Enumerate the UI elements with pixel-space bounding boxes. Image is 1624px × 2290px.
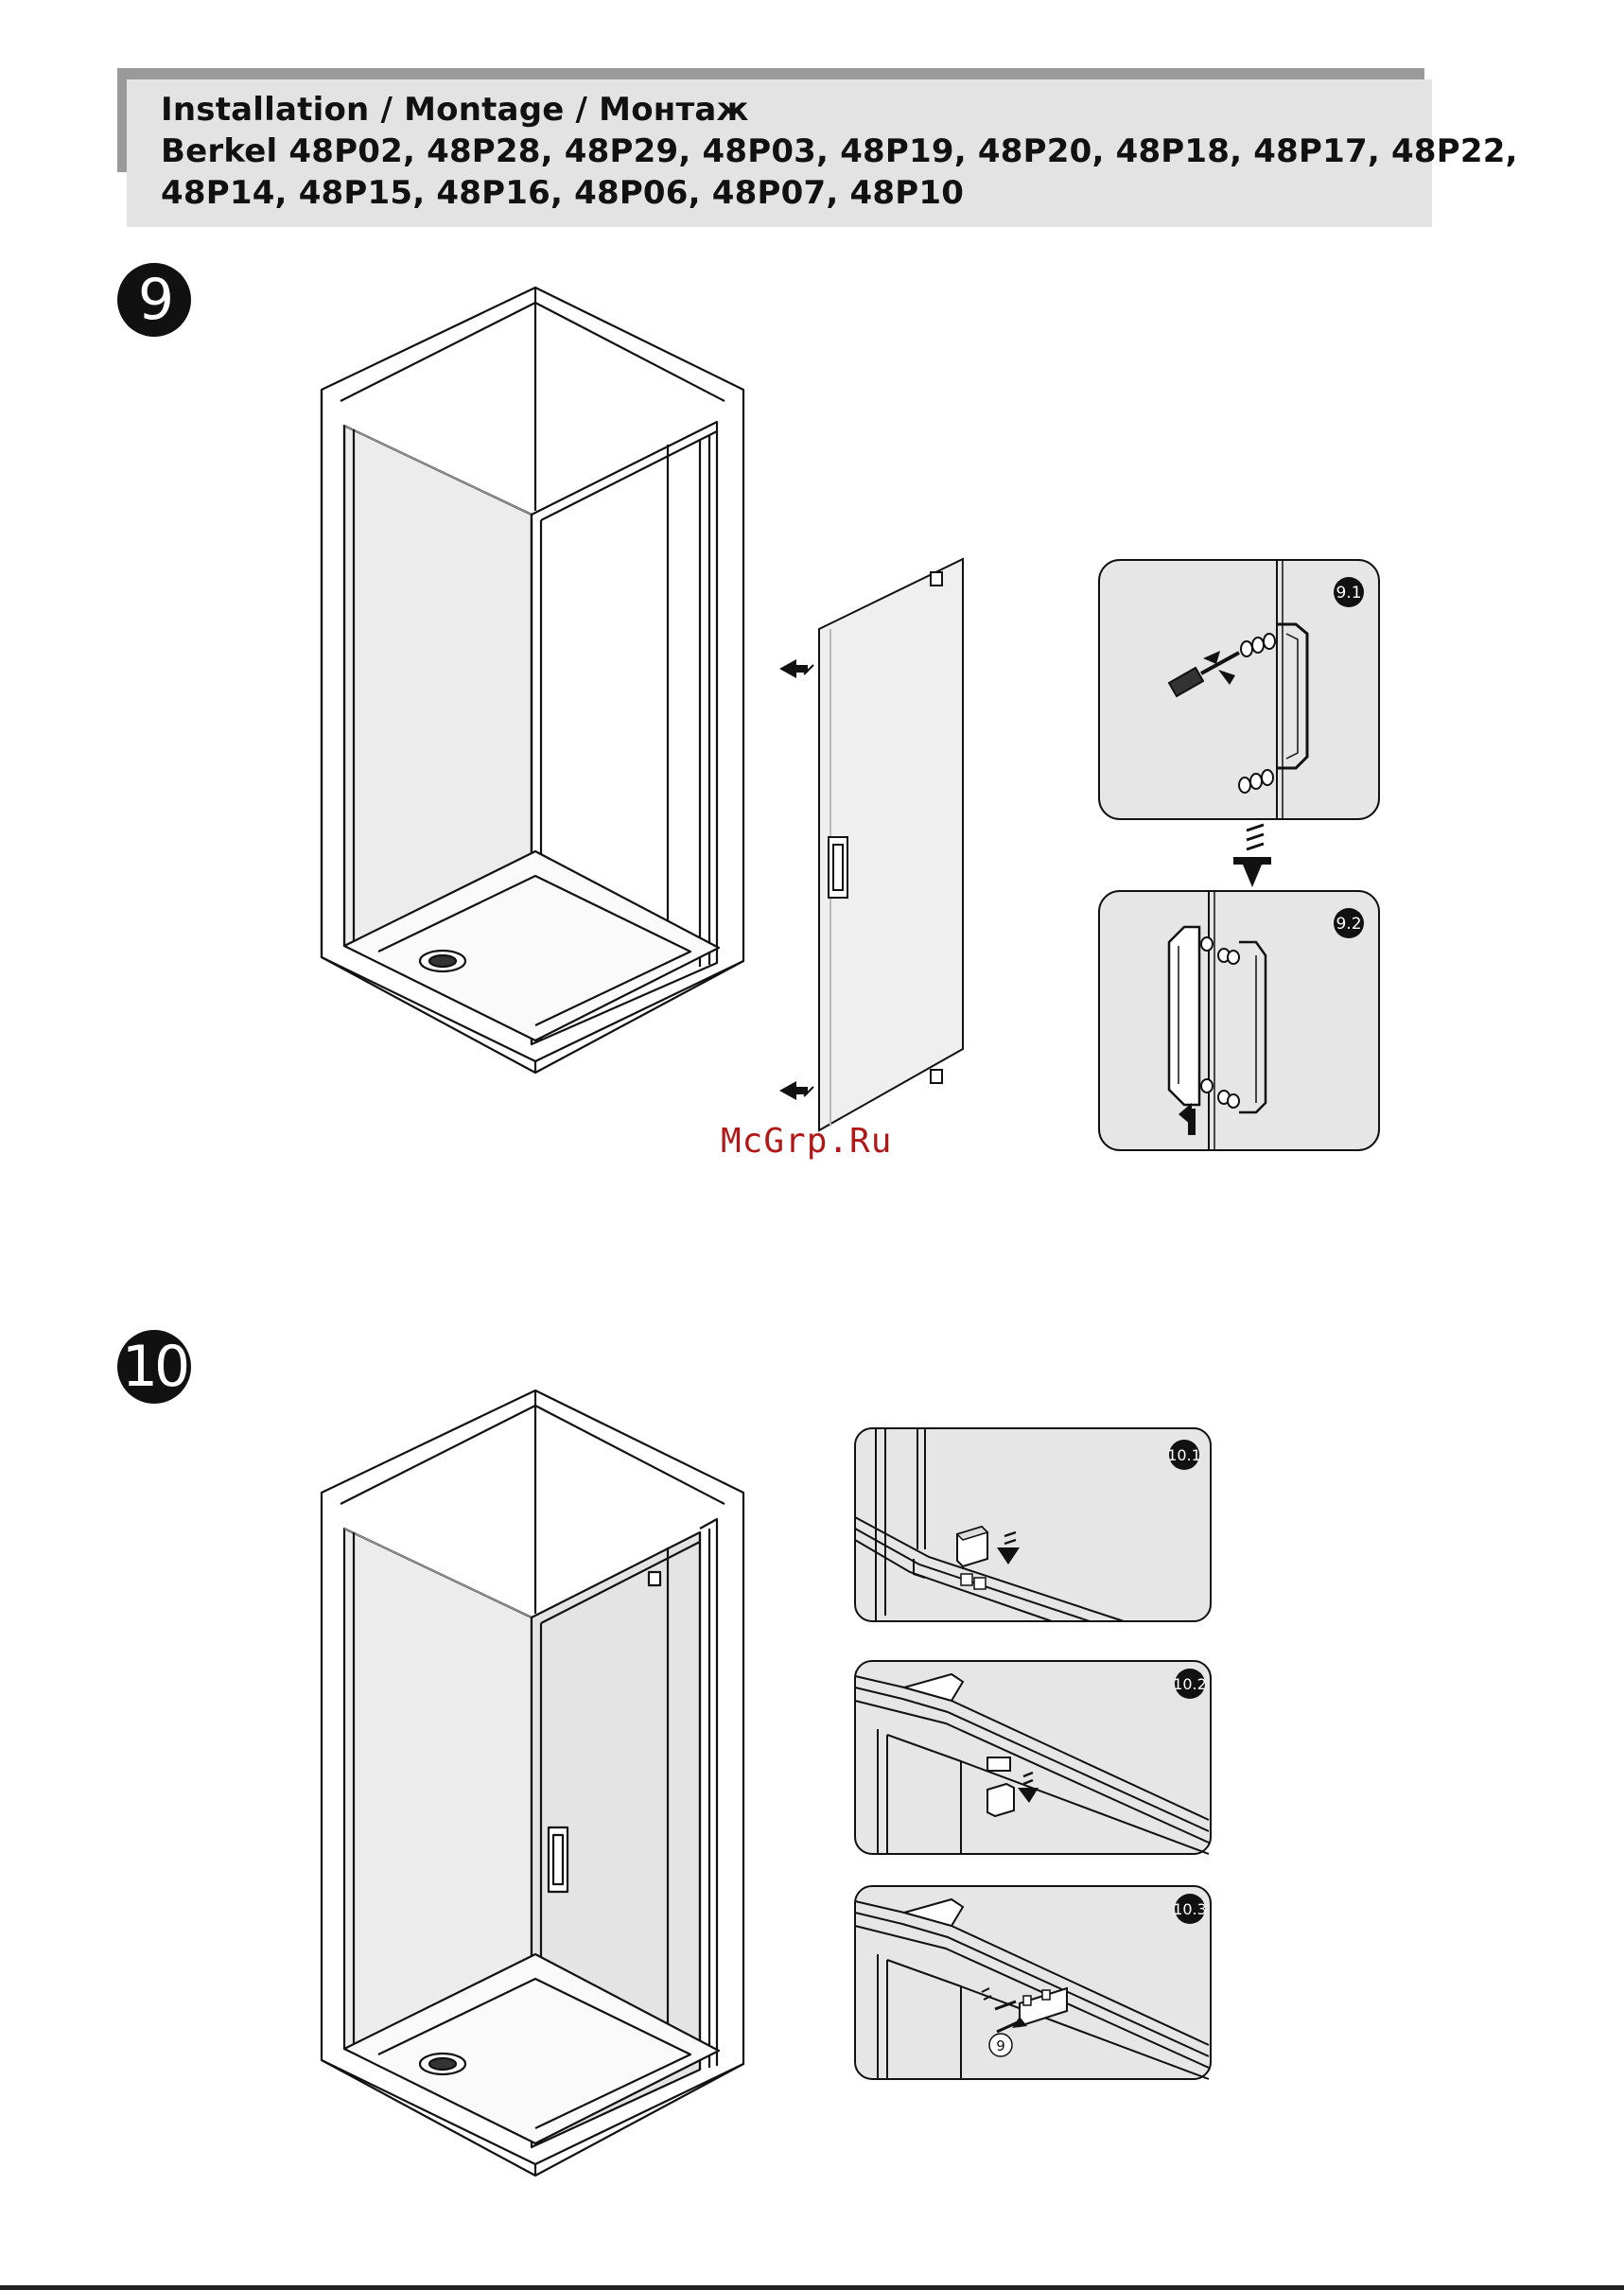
arrow-icon: [1230, 825, 1277, 893]
header-top-rule: [117, 68, 1424, 79]
model-list-line-1: Berkel 48P02, 48P28, 48P29, 48P03, 48P19…: [161, 132, 1518, 170]
magnet-clip-icon: [957, 1527, 987, 1589]
detail-9-2-label: 9.2: [1336, 915, 1361, 934]
page-title: Installation / Montage / Монтаж: [161, 91, 749, 129]
footer-rule: [0, 2285, 1624, 2290]
header-side-rule: [117, 68, 127, 172]
step-10-badge: 10: [117, 1330, 191, 1404]
step-9-door-panel-illustration: [776, 553, 984, 1140]
detail-10-2-panel: 10.2: [853, 1659, 1213, 1856]
detail-9-1-panel: 9.1: [1097, 558, 1381, 821]
detail-9-1-label: 9.1: [1336, 584, 1361, 603]
step-9-badge: 9: [117, 263, 191, 337]
detail-10-1-panel: 10.1: [853, 1426, 1213, 1623]
arrow-icon: [779, 659, 813, 1100]
step-9-number: 9: [138, 271, 170, 328]
detail-10-1-label: 10.1: [1167, 1446, 1201, 1464]
detail-10-3-label: 10.3: [1173, 1900, 1207, 1918]
detail-10-3-panel: 9 10.3: [853, 1884, 1213, 2081]
screw-callout-label: 9: [996, 2037, 1005, 2054]
detail-9-2-panel: 9.2: [1097, 889, 1381, 1152]
model-list-line-2: 48P14, 48P15, 48P16, 48P06, 48P07, 48P10: [161, 174, 964, 212]
watermark: McGrp.Ru: [721, 1122, 892, 1161]
step-10-number: 10: [122, 1338, 186, 1395]
detail-10-2-label: 10.2: [1173, 1675, 1207, 1693]
step-10-enclosure-illustration: [312, 1387, 757, 2181]
step-9-enclosure-illustration: [312, 284, 757, 1074]
